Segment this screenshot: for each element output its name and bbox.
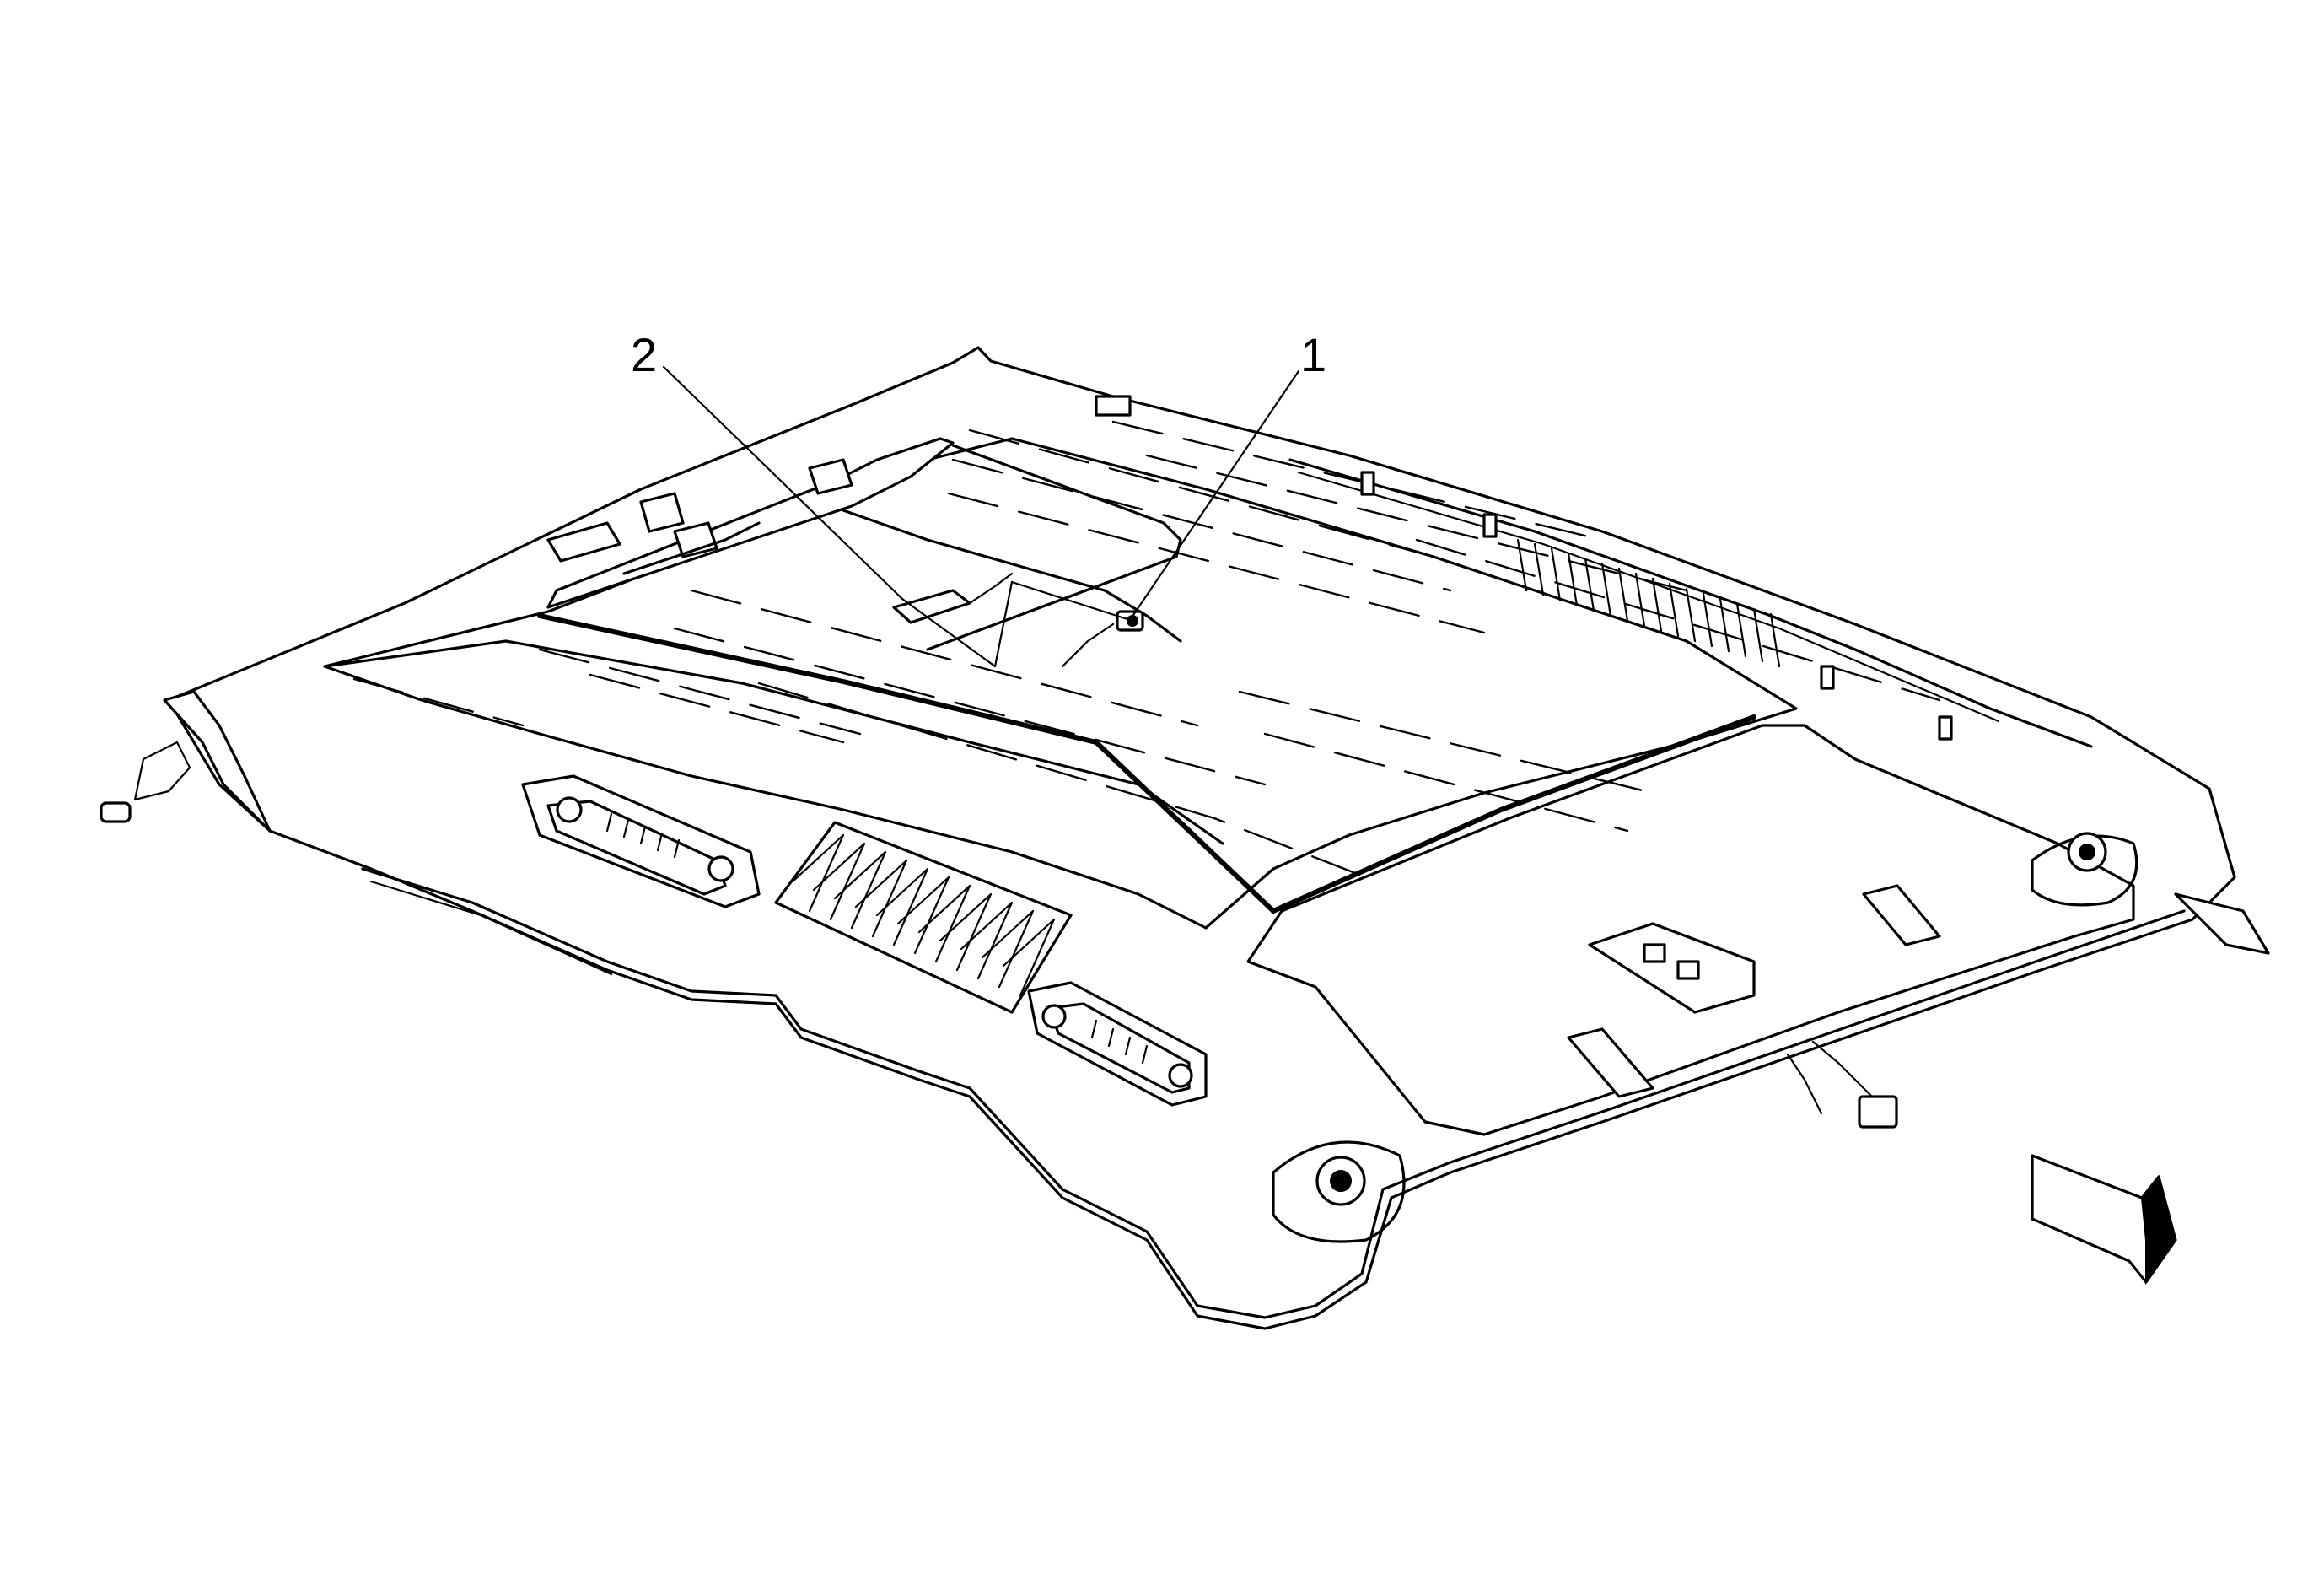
front-left-brackets <box>546 395 1132 575</box>
roof-rail-markings <box>352 420 1941 879</box>
rear-panel-cutouts <box>1567 884 1941 1098</box>
rear-air-duct <box>774 821 1073 1014</box>
front-direction-arrow-icon <box>2031 1154 2177 1286</box>
assist-handle-front <box>521 774 761 908</box>
callout-1-label: 1 <box>1300 328 1326 381</box>
left-rear-mount <box>1272 1140 1406 1243</box>
component-1-connector <box>1061 610 1144 668</box>
right-rear-mount <box>2031 832 2138 907</box>
callout-2-label: 2 <box>631 328 657 381</box>
right-edge-trim <box>1288 458 2093 748</box>
callout-leaders <box>662 365 1300 668</box>
component-2-lamp <box>892 572 1014 624</box>
wiring-harness <box>1786 1040 1898 1129</box>
assist-handle-rear <box>1027 981 1208 1107</box>
